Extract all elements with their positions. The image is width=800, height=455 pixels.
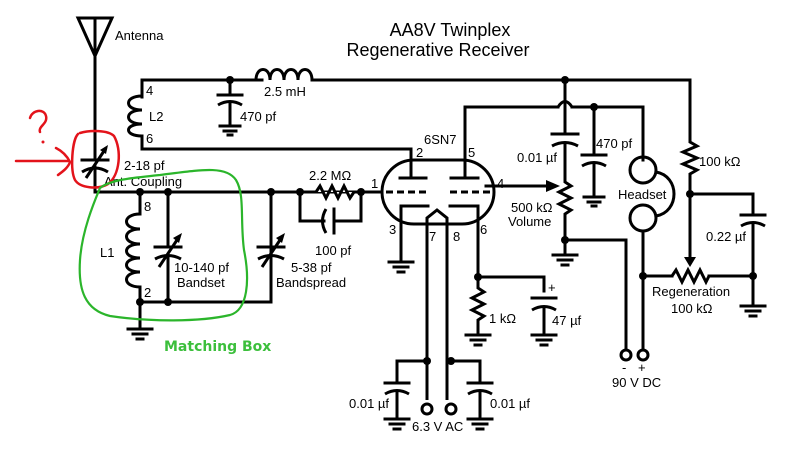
- ant-coupling-capacitor: [80, 138, 110, 194]
- cap-470pf-right-label: 470 pf: [596, 136, 633, 151]
- grid-leak-resistor: [300, 182, 361, 202]
- grid-cap-label: 100 pf: [315, 243, 352, 258]
- volume-value: 500 kΩ: [511, 200, 553, 215]
- volume-potentiometer: [555, 178, 575, 240]
- tube-pin7: 7: [429, 229, 436, 244]
- bandset-name: Bandset: [177, 275, 225, 290]
- dc-minus-label: -: [622, 360, 626, 375]
- l1-pin8: 8: [144, 199, 151, 214]
- headset-label: Headset: [618, 187, 667, 202]
- resistor-100k: [679, 140, 701, 196]
- cathode-cap-label: 47 µf: [552, 313, 582, 328]
- bandspread-capacitor: [256, 233, 286, 268]
- wire: [563, 238, 628, 352]
- regen-wiper-arrow: [684, 257, 696, 267]
- bandspread-value: 5-38 pf: [291, 260, 332, 275]
- plate-wire: [463, 105, 560, 180]
- cathode-resistor: [468, 277, 488, 334]
- heater-cap-left-label: 0.01 µf: [349, 396, 389, 411]
- cap-001uf-plate-label: 0.01 µf: [517, 150, 557, 165]
- antenna-label: Antenna: [115, 28, 164, 43]
- dc-plus-terminal: [636, 348, 650, 362]
- ground-symbol: [387, 260, 415, 274]
- ground-symbol: [464, 333, 492, 347]
- l2-coil: [127, 78, 144, 151]
- tube-pin4: 4: [497, 176, 504, 191]
- tube-pin8: 8: [453, 229, 460, 244]
- cathode-res-label: 1 kΩ: [489, 311, 516, 326]
- cap-470pf-top: [216, 78, 244, 137]
- grid-capacitor: [321, 207, 336, 235]
- cap-470pf-top-label: 470 pf: [240, 109, 277, 124]
- l2-label: L2: [149, 109, 163, 124]
- ground-symbol: [551, 238, 579, 267]
- volume-wiper-arrow: [546, 180, 560, 192]
- tube-pin5: 5: [468, 145, 475, 160]
- heater-cap-left: [383, 381, 411, 431]
- title-line1: AA8V Twinplex: [390, 20, 511, 40]
- l2-pin6: 6: [146, 131, 153, 146]
- bandset-capacitor: [153, 190, 183, 304]
- matching-box-outline: [78, 168, 249, 322]
- cap-470pf-right: [580, 105, 608, 208]
- headset: [628, 155, 676, 352]
- cap-022uf: [739, 213, 767, 278]
- ant-cap-value: 2-18 pf: [124, 158, 165, 173]
- wire: [332, 190, 363, 223]
- junction: [639, 272, 647, 280]
- wire: [449, 359, 482, 384]
- tube-pin1: 1: [371, 176, 378, 191]
- heater-cap-right: [466, 381, 494, 431]
- heater-supply-label: 6.3 V AC: [412, 419, 463, 434]
- tube-pin2: 2: [416, 145, 423, 160]
- cap-001uf-plate: [550, 78, 580, 180]
- tank-bottom-wire: [138, 190, 273, 304]
- tube-pin6: 6: [480, 222, 487, 237]
- resistor-100k-label: 100 kΩ: [699, 154, 741, 169]
- choke-label: 2.5 mH: [264, 84, 306, 99]
- top-wire: [140, 78, 264, 99]
- grid-res-label: 2.2 MΩ: [309, 168, 352, 183]
- l1-pin2: 2: [144, 285, 151, 300]
- tube-label: 6SN7: [424, 132, 457, 147]
- matching-box-label: Matching Box: [164, 339, 271, 355]
- ground-symbol: [126, 300, 154, 341]
- dc-plus-label: +: [638, 360, 646, 375]
- bandset-value: 10-140 pf: [174, 260, 229, 275]
- title-line2: Regenerative Receiver: [346, 40, 529, 60]
- heater-cap-right-label: 0.01 µf: [490, 396, 530, 411]
- l2-pin4: 4: [146, 83, 153, 98]
- cathode-cap-plus: +: [548, 280, 556, 295]
- l1-label: L1: [100, 245, 114, 260]
- regen-value: 100 kΩ: [671, 301, 713, 316]
- antenna-symbol: [75, 16, 115, 60]
- ground-symbol: [739, 274, 767, 318]
- ant-cap-name: Ant. Coupling: [104, 174, 182, 189]
- l2-to-plate-wire: [140, 147, 413, 180]
- heater-terminal-1: [420, 402, 434, 416]
- wire: [688, 192, 755, 216]
- bandspread-name: Bandspread: [276, 275, 346, 290]
- wire: [476, 275, 546, 293]
- tube-pin3: 3: [389, 222, 396, 237]
- cathode-capacitor: [530, 296, 558, 347]
- dc-supply-label: 90 V DC: [612, 375, 661, 390]
- l1-coil: [125, 190, 142, 304]
- wire: [395, 359, 429, 384]
- wire: [298, 190, 326, 223]
- dc-minus-terminal: [619, 348, 633, 362]
- cap-022uf-label: 0.22 µf: [706, 229, 746, 244]
- regen-name: Regeneration: [652, 284, 730, 299]
- regen-potentiometer: [670, 266, 711, 286]
- volume-name: Volume: [508, 214, 551, 229]
- choke-2-5mh: [254, 68, 314, 81]
- heater-terminal-2: [444, 402, 458, 416]
